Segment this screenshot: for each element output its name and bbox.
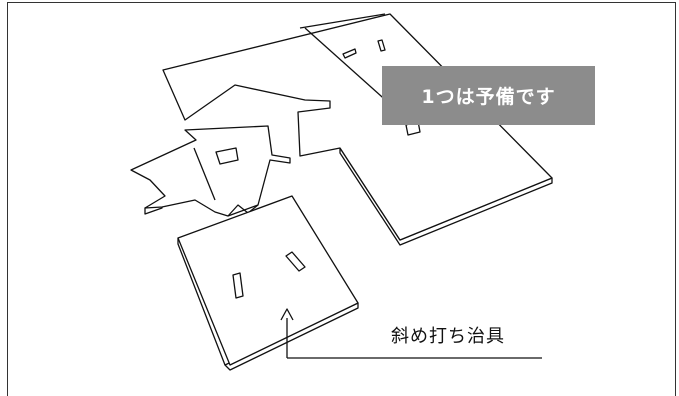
spare-note-text: 1つは予備です xyxy=(421,86,556,108)
leader-line xyxy=(280,308,542,359)
left-jig-piece xyxy=(130,125,291,217)
jig-label-text: 斜め打ち治具 xyxy=(391,326,505,347)
spare-note-callout: 1つは予備です xyxy=(382,66,595,125)
front-jig-piece xyxy=(177,195,359,371)
jig-label: 斜め打ち治具 xyxy=(391,322,505,348)
diagram-border xyxy=(7,2,676,396)
